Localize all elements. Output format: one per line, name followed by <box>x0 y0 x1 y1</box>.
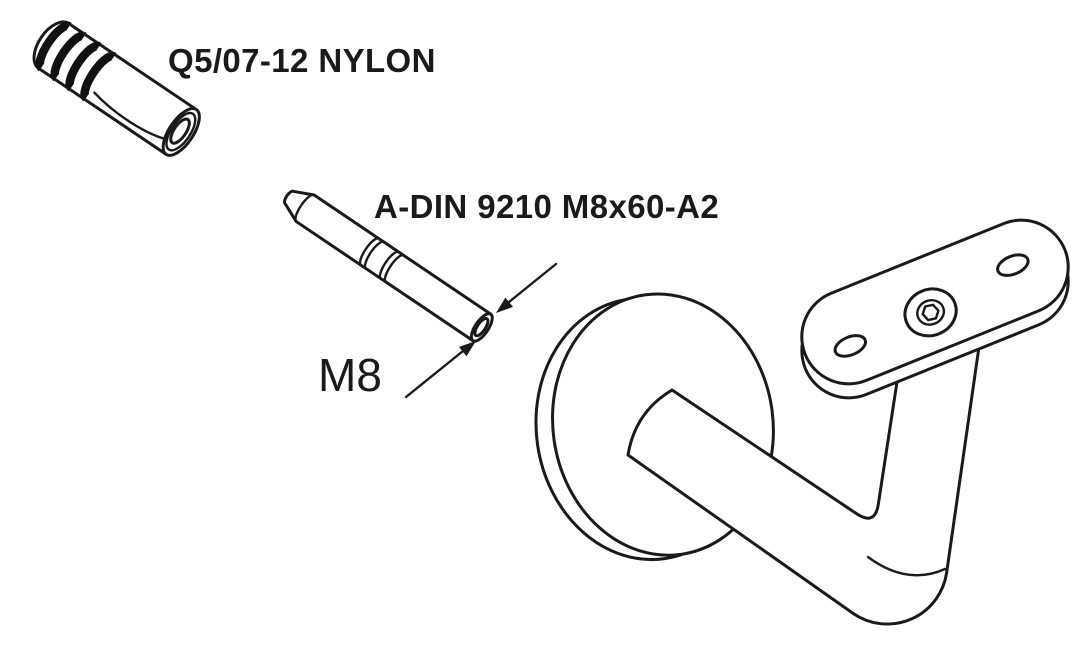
elbow-transition-line <box>866 555 947 577</box>
stud-cone-base <box>294 193 316 223</box>
m8-leader-line <box>404 349 465 399</box>
plug-chamfer <box>165 111 197 152</box>
center-screw-recess <box>916 298 946 326</box>
handrail-bracket-drawing <box>534 218 1070 626</box>
stud-collar-line <box>363 240 386 270</box>
pointer-arrow-line <box>507 262 558 304</box>
stud-collar-line <box>383 253 405 284</box>
m8-leader-arrowhead <box>459 341 476 357</box>
threaded-stud-drawing <box>283 189 494 343</box>
plug-rib <box>80 51 117 102</box>
stud-label: A-DIN 9210 M8x60-A2 <box>374 188 720 225</box>
hex-socket-icon <box>921 303 940 322</box>
center-screw-head <box>903 287 958 338</box>
stud-body <box>283 189 493 343</box>
plug-rib <box>65 41 102 92</box>
nylon-wall-plug-drawing <box>32 20 201 157</box>
stud-end-hole <box>473 317 490 338</box>
saddle-screw-hole-right <box>996 253 1030 277</box>
stud-collar-line <box>378 250 400 280</box>
m8-leader <box>404 341 476 399</box>
plug-rib <box>35 21 72 72</box>
bracket-arm-and-post <box>626 308 986 626</box>
plug-expansion-slit <box>93 91 166 140</box>
thread-size-label: M8 <box>318 349 382 401</box>
stud-collar-line <box>358 237 381 267</box>
plug-rib <box>50 31 87 82</box>
plug-hole <box>169 117 191 145</box>
stud-pointer-arrow <box>496 262 558 313</box>
saddle-screw-hole-left <box>833 334 868 358</box>
pointer-arrowhead <box>496 297 513 313</box>
plug-label: Q5/07-12 NYLON <box>168 42 436 79</box>
bracket-saddle-plate <box>800 218 1070 400</box>
